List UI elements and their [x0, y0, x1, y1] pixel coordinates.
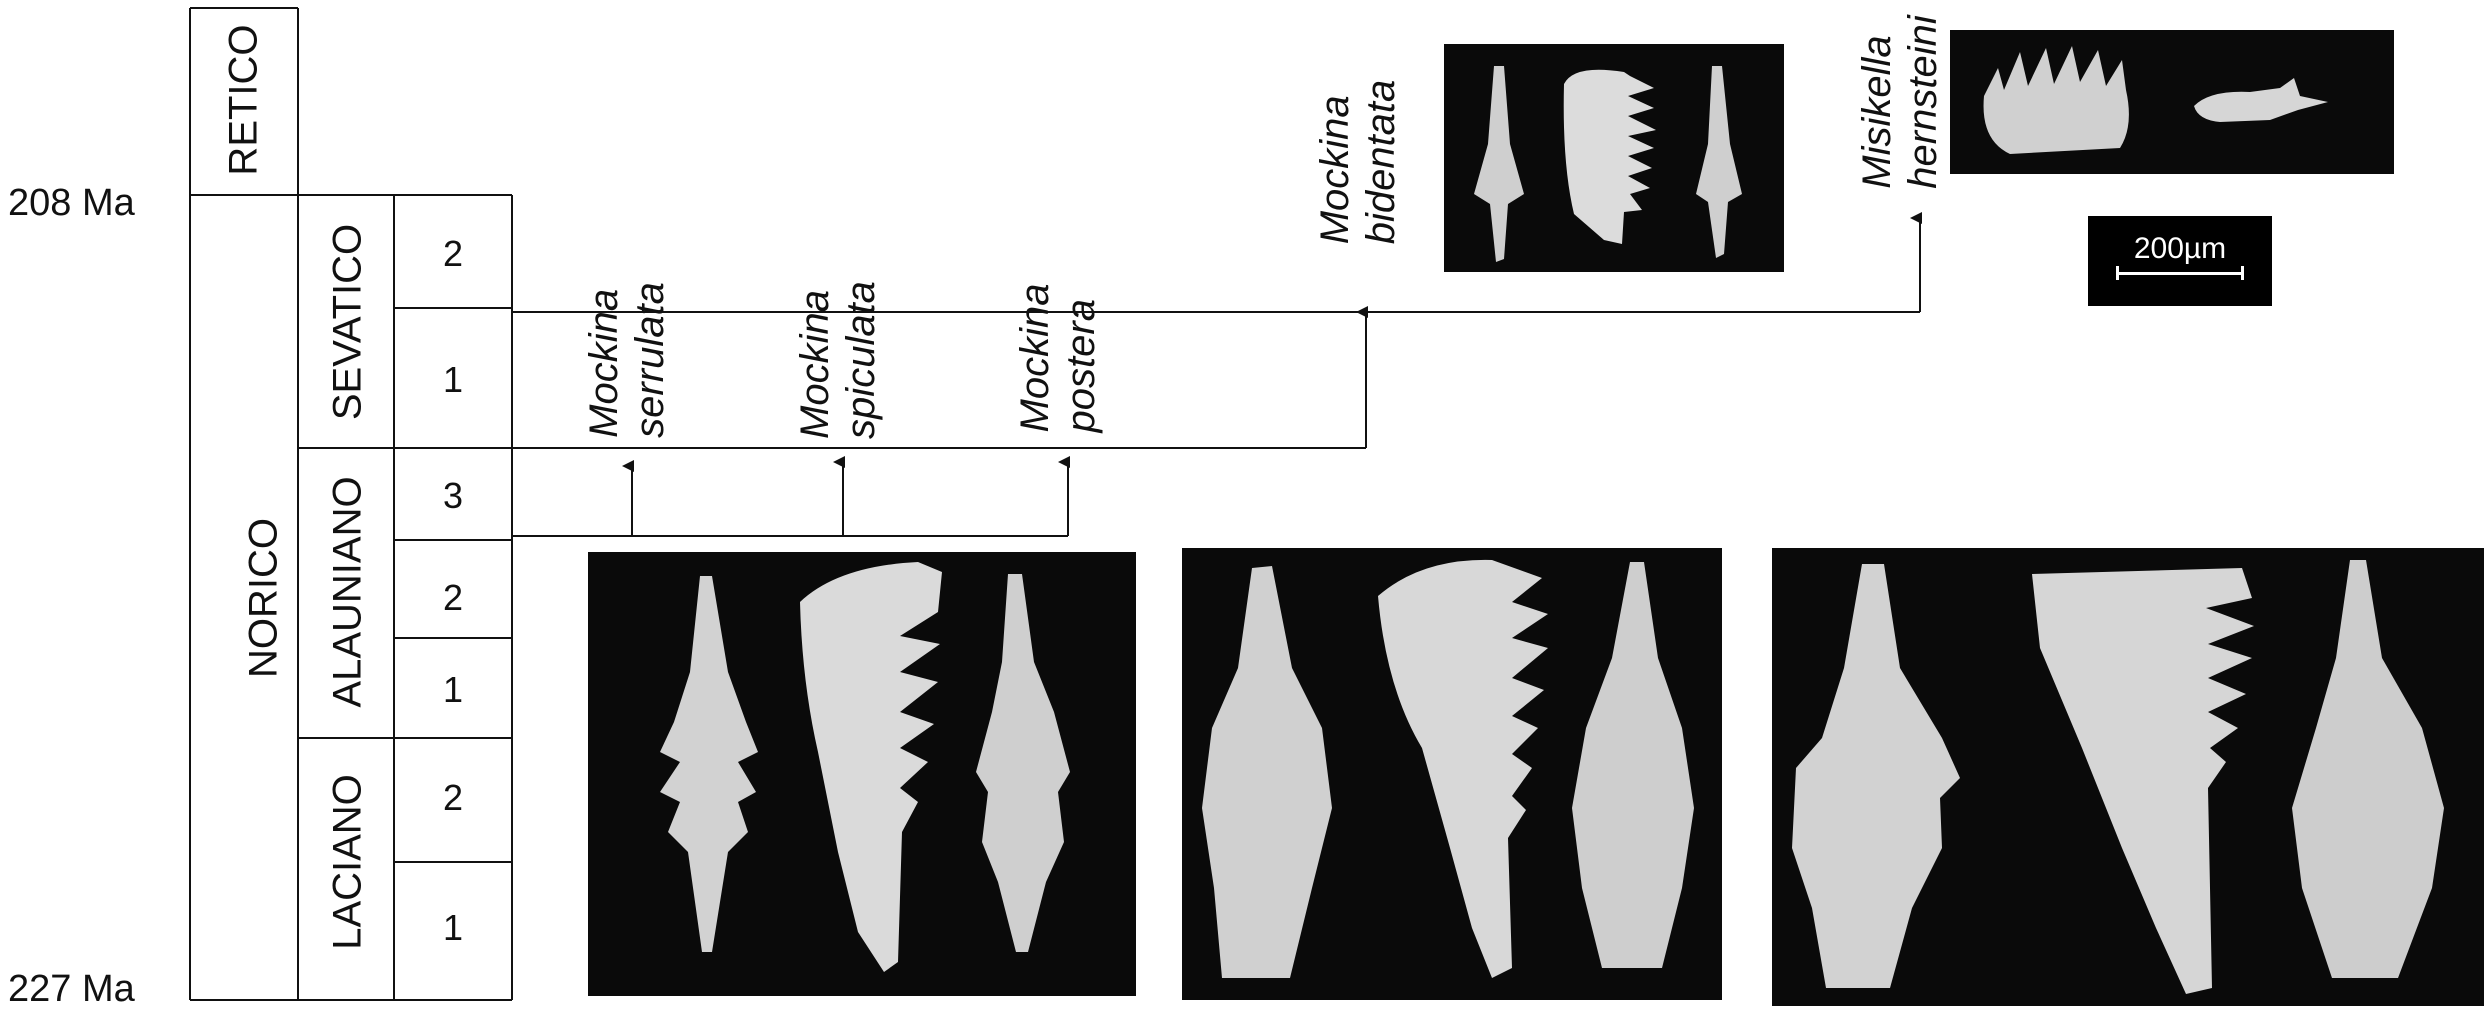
- substage-laciano-2: 2: [443, 777, 463, 819]
- age-top-label: 208 Ma: [8, 182, 135, 225]
- species-label-postera: Mockinapostera: [1012, 284, 1104, 433]
- stage-label-norico: NORICO: [242, 518, 287, 678]
- age-bottom-label: 227 Ma: [8, 968, 135, 1011]
- stage-label-retico: RETICO: [222, 24, 267, 175]
- scale-bar-box: 200µm: [2088, 216, 2272, 306]
- substage-sevatico-1: 1: [443, 359, 463, 401]
- species-label-serrulata: Mockinaserrulata: [581, 282, 673, 438]
- photo-panel-1: [588, 552, 1136, 996]
- photo-bidentata: [1444, 44, 1784, 272]
- stage-label-alauniano: ALAUNIANO: [326, 476, 371, 707]
- species-label-hernsteini: Misikellahernsteini: [1854, 15, 1946, 188]
- scale-bar-label: 200µm: [2088, 232, 2272, 266]
- substage-laciano-1: 1: [443, 907, 463, 949]
- photo-panel-2: [1182, 548, 1722, 1000]
- substage-alauniano-2: 2: [443, 577, 463, 619]
- fossil-hernsteini-image: [1950, 30, 2394, 174]
- stage-label-sevatico: SEVATICO: [326, 224, 371, 420]
- substage-alauniano-1: 1: [443, 669, 463, 711]
- photo-panel-3: [1772, 548, 2484, 1006]
- stage-label-laciano: LACIANO: [326, 774, 371, 950]
- fossil-panel-1-image: [588, 552, 1136, 996]
- scale-bar-tick-left: [2116, 266, 2119, 280]
- scale-bar-line: [2116, 272, 2244, 275]
- substage-alauniano-3: 3: [443, 475, 463, 517]
- species-label-spiculata: Mockinaspiculata: [792, 281, 884, 439]
- substage-sevatico-2: 2: [443, 233, 463, 275]
- fossil-bidentata-image: [1444, 44, 1784, 272]
- species-label-bidentata: Mockinabidentata: [1312, 80, 1404, 245]
- scale-bar-tick-right: [2241, 266, 2244, 280]
- fossil-panel-2-image: [1182, 548, 1722, 1000]
- fossil-panel-3-image: [1772, 548, 2484, 1006]
- photo-hernsteini: [1950, 30, 2394, 174]
